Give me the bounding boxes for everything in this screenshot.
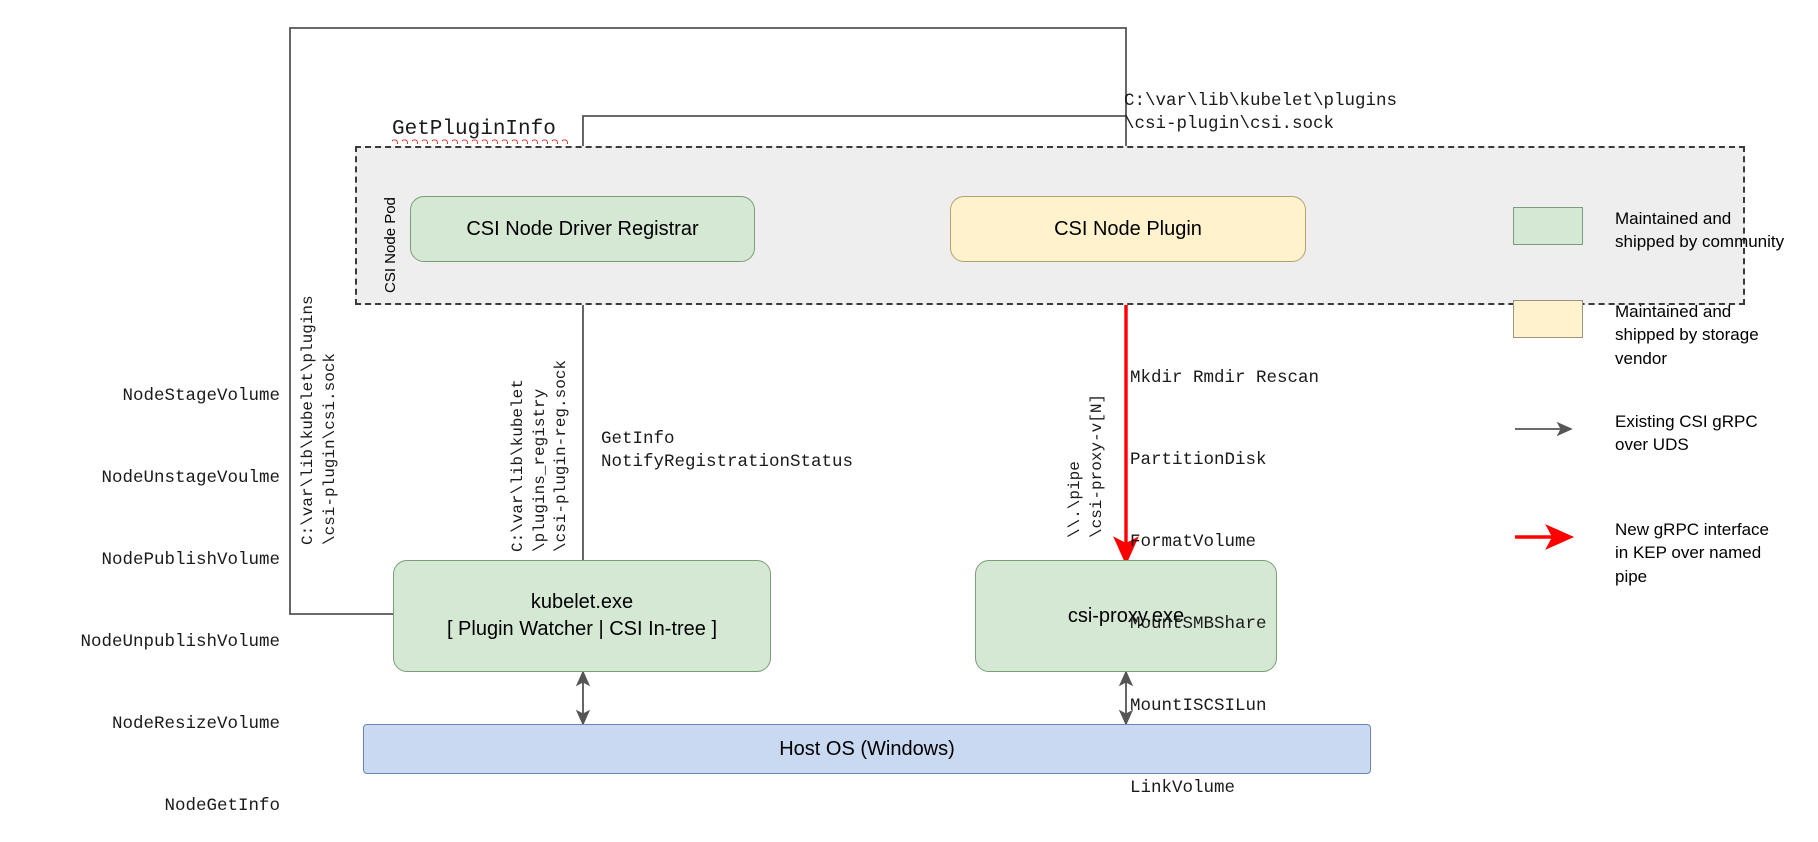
list-item: NodeGetInfo xyxy=(164,796,280,817)
list-item: NodeUnstageVoulme xyxy=(101,467,280,488)
list-item: PartitionDisk xyxy=(1130,449,1267,470)
node-csi-proxy-exe[interactable]: csi-proxy.exe xyxy=(975,560,1277,672)
label-plugins-registry-path-rotated: C:\var\lib\kubelet \plugins_registry \cs… xyxy=(509,359,571,552)
node-host-os[interactable]: Host OS (Windows) xyxy=(363,724,1371,774)
label-registrar-calls: GetInfo NotifyRegistrationStatus xyxy=(601,429,854,473)
list-item: NodeResizeVolume xyxy=(111,714,280,735)
list-item: NodeUnpublishVolume xyxy=(80,632,280,653)
list-csi-node-rpcs: NodeStageVolume NodeUnstageVoulme NodePu… xyxy=(0,328,280,842)
legend-label: Existing CSI gRPC over UDS xyxy=(1615,412,1758,455)
node-label: csi-proxy.exe xyxy=(1067,604,1185,627)
csi-node-pod-label: CSI Node Pod xyxy=(382,197,399,293)
node-kubelet-exe[interactable]: kubelet.exe [ Plugin Watcher | CSI In-tr… xyxy=(393,560,771,672)
list-item: NodePublishVolume xyxy=(101,550,280,570)
list-item: MountSMBShare xyxy=(1130,614,1267,635)
legend-swatch-yellow-icon xyxy=(1513,300,1583,338)
node-label: CSI Node Driver Registrar xyxy=(466,217,699,240)
list-item: Mkdir Rmdir Rescan xyxy=(1130,367,1320,388)
label-get-plugin-info: GetPluginInfo xyxy=(392,118,556,141)
node-label: CSI Node Plugin xyxy=(1054,217,1202,240)
node-csi-node-driver-registrar[interactable]: CSI Node Driver Registrar xyxy=(410,196,755,262)
list-csi-proxy-apis: Mkdir Rmdir Rescan PartitionDisk FormatV… xyxy=(1130,310,1319,842)
list-item: FormatVolume xyxy=(1130,532,1257,552)
legend-arrow-gray-icon xyxy=(1513,410,1583,448)
kubelet-title: kubelet.exe xyxy=(530,591,634,613)
list-item: MountISCSILun xyxy=(1130,696,1267,717)
kubelet-subtitle: [ Plugin Watcher | CSI In-tree ] xyxy=(446,618,718,640)
node-label: Host OS (Windows) xyxy=(779,737,955,760)
legend-item-new-grpc-kep: New gRPC interface in KEP over named pip… xyxy=(1513,518,1785,588)
label-plugin-csi-sock-path: C:\var\lib\kubelet\plugins \csi-plugin\c… xyxy=(1124,91,1398,135)
legend-item-existing-csi-grpc: Existing CSI gRPC over UDS xyxy=(1513,410,1785,457)
label-named-pipe-path-rotated: \\.\pipe \csi-proxy-v[N] xyxy=(1066,393,1106,538)
legend-item-storage-vendor: Maintained and shipped by storage vendor xyxy=(1513,300,1785,370)
list-item: LinkVolume xyxy=(1130,778,1236,799)
legend-arrow-red-icon xyxy=(1513,518,1583,556)
legend-swatch-green-icon xyxy=(1513,207,1583,245)
legend-item-community: Maintained and shipped by community xyxy=(1513,207,1785,254)
label-kubelet-plugins-path-rotated: C:\var\lib\kubelet\plugins \csi-plugin\c… xyxy=(299,295,339,545)
spellcheck-squiggle-icon xyxy=(392,138,572,144)
legend-label: Maintained and shipped by storage vendor xyxy=(1615,302,1759,368)
legend-label: Maintained and shipped by community xyxy=(1615,209,1785,252)
node-csi-node-plugin[interactable]: CSI Node Plugin xyxy=(950,196,1306,262)
legend-label: New gRPC interface in KEP over named pip… xyxy=(1615,520,1770,586)
list-item: NodeStageVolume xyxy=(122,385,280,406)
